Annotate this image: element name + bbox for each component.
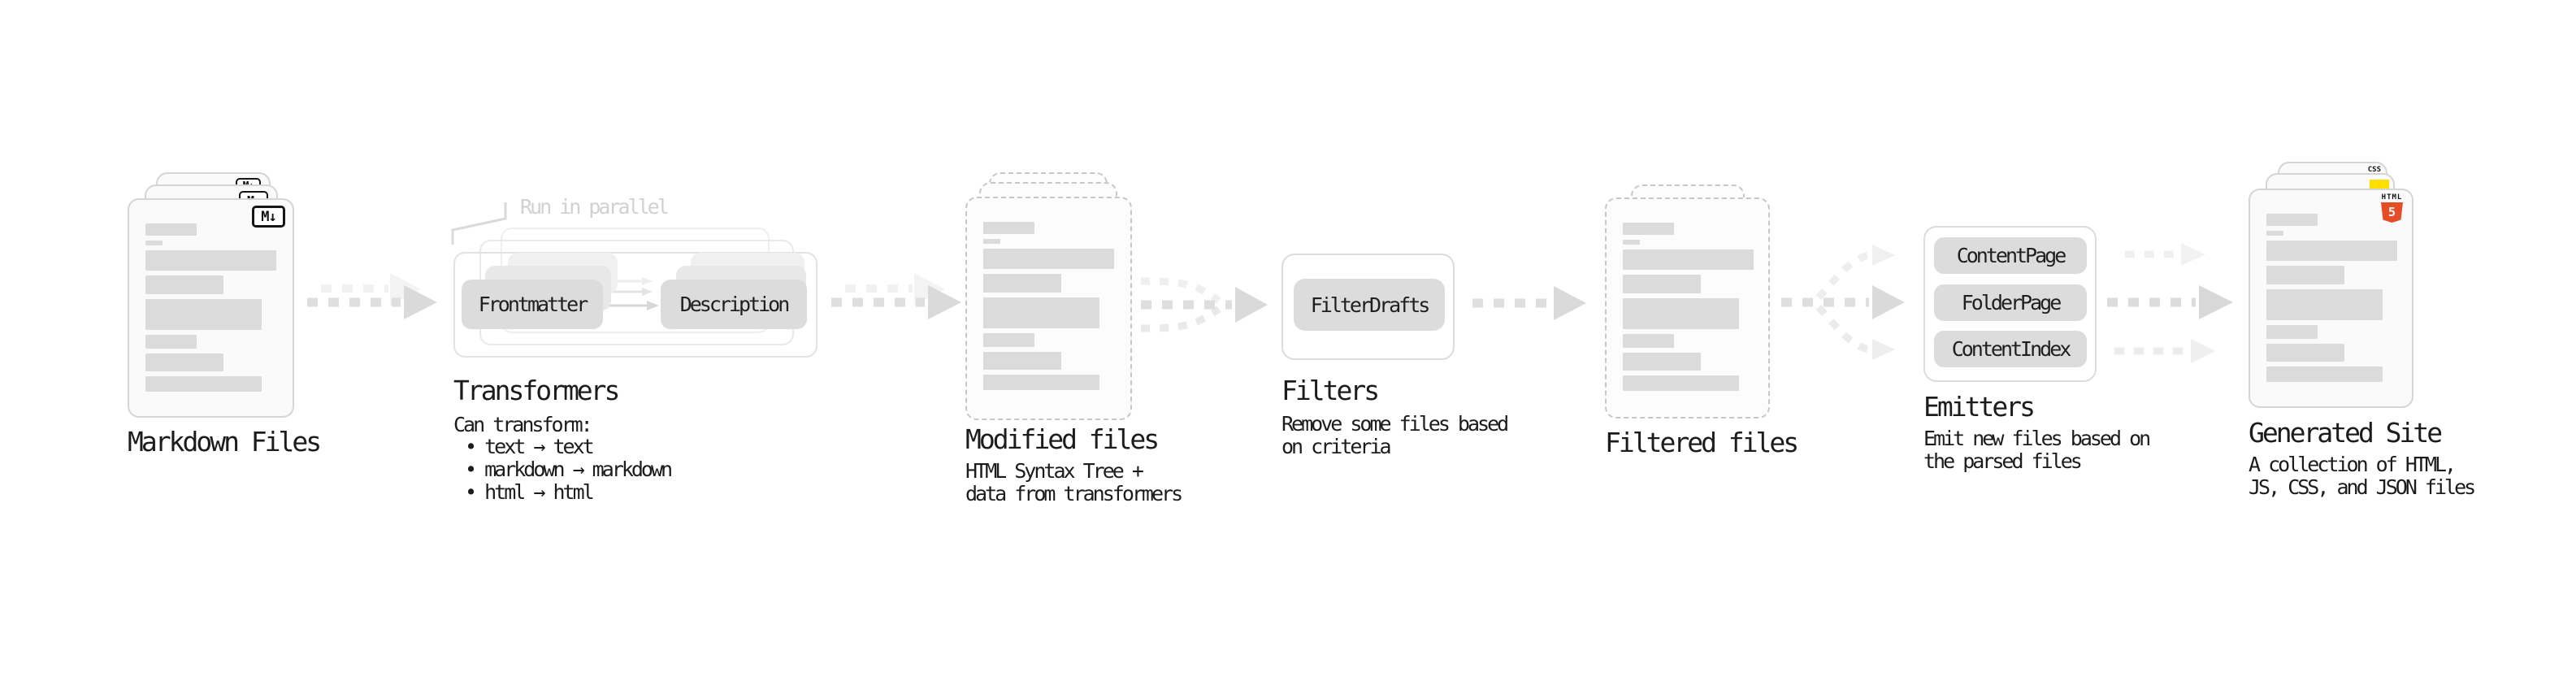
content-bar — [145, 335, 197, 349]
filters-desc-line: on criteria — [1281, 435, 1392, 458]
arrow-markdown-to-transformers — [307, 273, 437, 319]
content-bar — [983, 274, 1061, 293]
modified-files-desc: HTML Syntax Tree + data from transformer… — [965, 459, 1183, 505]
html5-label: HTML — [2381, 193, 2403, 202]
file-content-skeleton — [1623, 223, 1754, 396]
js-icon — [2370, 180, 2389, 190]
content-bar — [145, 275, 223, 294]
content-bar — [983, 297, 1099, 328]
file-content-skeleton — [2266, 214, 2397, 387]
run-in-parallel-callout: Run in parallel — [520, 195, 670, 219]
content-bar — [2266, 325, 2318, 339]
emitters-title: Emitters — [1923, 391, 2036, 423]
modified-files-title: Modified files — [965, 423, 1160, 455]
generated-site-desc: A collection of HTML, JS, CSS, and JSON … — [2249, 453, 2476, 499]
emitter-box-contentindex: ContentIndex — [1934, 331, 2087, 367]
filtered-file-card-front — [1605, 197, 1770, 419]
arrow-filters-to-filtered — [1472, 286, 1586, 320]
generated-site-title: Generated Site — [2249, 417, 2443, 449]
emitter-box-contentpage: ContentPage — [1934, 237, 2087, 274]
content-bar — [1623, 353, 1701, 371]
file-content-skeleton — [983, 222, 1114, 395]
generated-site-desc-line: A collection of HTML, — [2249, 453, 2457, 476]
content-bar — [145, 299, 262, 330]
content-bar — [1623, 275, 1701, 293]
content-bar — [1623, 375, 1739, 391]
modified-file-card-front — [965, 197, 1132, 420]
filters-desc: Remove some files based on criteria — [1281, 412, 1509, 458]
content-bar — [2266, 367, 2383, 382]
content-bar — [983, 352, 1061, 370]
content-bar — [145, 241, 163, 245]
emitters-desc-line: the parsed files — [1923, 449, 2083, 473]
content-bar — [2266, 231, 2283, 236]
generated-site-section: CSS HTML 5 — [2249, 161, 2444, 413]
markdown-icon: M↓ — [252, 206, 285, 228]
content-bar — [983, 375, 1099, 390]
content-bar — [2266, 289, 2383, 320]
run-in-parallel-leader-line — [451, 202, 507, 245]
emitters-desc: Emit new files based on the parsed files — [1923, 427, 2151, 473]
content-bar — [1623, 240, 1640, 245]
html5-icon: HTML 5 — [2381, 193, 2403, 223]
content-bar — [1623, 249, 1754, 270]
filterdrafts-box: FilterDrafts — [1294, 279, 1445, 331]
file-content-skeleton — [145, 223, 276, 397]
transformers-title: Transformers — [453, 375, 620, 406]
filtered-files-section — [1605, 184, 1800, 428]
content-bar — [2266, 344, 2344, 362]
transformers-bullet-list: • text → text • markdown → markdown • ht… — [465, 435, 673, 504]
content-bar — [1623, 334, 1674, 348]
transformer-bullet: • html → html — [465, 480, 595, 504]
content-bar — [2266, 214, 2318, 226]
generated-site-desc-line: JS, CSS, and JSON files — [2249, 475, 2476, 499]
transformer-bullet: • text → text — [465, 435, 595, 458]
content-bar — [1623, 223, 1674, 235]
markdown-file-card-front: M↓ — [128, 198, 294, 418]
transformers-group-front — [453, 252, 817, 358]
content-bar — [145, 250, 276, 271]
arrow-emitters-to-generated — [2107, 243, 2233, 363]
markdown-files-section: M↓ M↓ M↓ — [128, 171, 323, 423]
filtered-files-title: Filtered files — [1605, 427, 1799, 458]
content-bar — [983, 333, 1034, 347]
frontmatter-box: Frontmatter — [462, 280, 603, 329]
content-bar — [983, 222, 1034, 234]
modified-files-section — [965, 171, 1160, 423]
filters-desc-line: Remove some files based — [1281, 412, 1509, 436]
emitters-desc-line: Emit new files based on — [1923, 427, 2151, 450]
content-bar — [145, 376, 262, 392]
filters-title: Filters — [1281, 375, 1380, 406]
content-bar — [983, 239, 1000, 244]
generated-file-card-html: HTML 5 — [2249, 189, 2413, 408]
content-bar — [1623, 298, 1739, 329]
emitter-box-folderpage: FolderPage — [1934, 284, 2087, 321]
description-box: Description — [661, 280, 807, 329]
modified-files-desc-line: data from transformers — [965, 482, 1183, 505]
content-bar — [2266, 266, 2344, 284]
content-bar — [983, 249, 1114, 269]
html5-shield: 5 — [2381, 202, 2403, 223]
transformers-desc-heading: Can transform: — [453, 413, 593, 436]
markdown-files-title: Markdown Files — [128, 426, 322, 458]
content-bar — [145, 354, 223, 371]
arrow-transformers-to-modified — [831, 273, 961, 319]
content-bar — [2266, 241, 2397, 261]
content-bar — [145, 223, 197, 236]
transformer-bullet: • markdown → markdown — [465, 458, 673, 481]
modified-files-desc-line: HTML Syntax Tree + — [965, 459, 1144, 483]
